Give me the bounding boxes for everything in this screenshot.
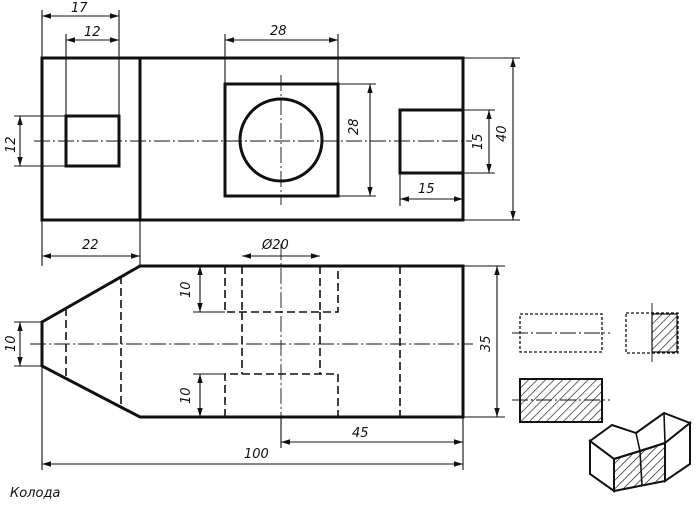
dim-phi20: Ø20 [261, 238, 289, 253]
dim-45: 45 [352, 426, 369, 441]
iso-right-face [664, 420, 691, 483]
dim-12-top: 12 [84, 25, 101, 40]
aux-square-hatch [651, 313, 678, 353]
lower-hidden-pocket [224, 373, 339, 417]
front-view [30, 244, 473, 430]
front-view-dimensions: Ø20 10 10 10 35 45 100 [4, 238, 505, 470]
aux-views [512, 303, 679, 423]
top-view [34, 56, 472, 222]
dim-10-left: 10 [4, 335, 19, 352]
top-view-outline [40, 56, 465, 222]
dim-10-lower: 10 [179, 387, 194, 404]
dim-22: 22 [82, 238, 99, 253]
dim-100: 100 [244, 447, 269, 462]
dim-28-top: 28 [270, 24, 287, 39]
right-slot [398, 108, 463, 175]
dim-15-h: 15 [418, 182, 435, 197]
dim-28-right: 28 [347, 118, 362, 135]
dim-40: 40 [495, 125, 510, 142]
dim-17: 17 [71, 1, 88, 16]
dim-10-upper: 10 [179, 281, 194, 298]
center-square-boss [223, 82, 340, 198]
upper-hidden-pocket [224, 266, 339, 313]
aux-hatched-rect [519, 378, 603, 423]
top-view-dimensions: 17 12 28 12 28 15 40 15 [4, 1, 520, 266]
drawing-caption: Колода [10, 486, 61, 501]
dim-15-v: 15 [471, 133, 486, 150]
isometric-view [588, 411, 692, 493]
dim-12-left: 12 [4, 136, 19, 153]
dim-35: 35 [479, 335, 494, 352]
